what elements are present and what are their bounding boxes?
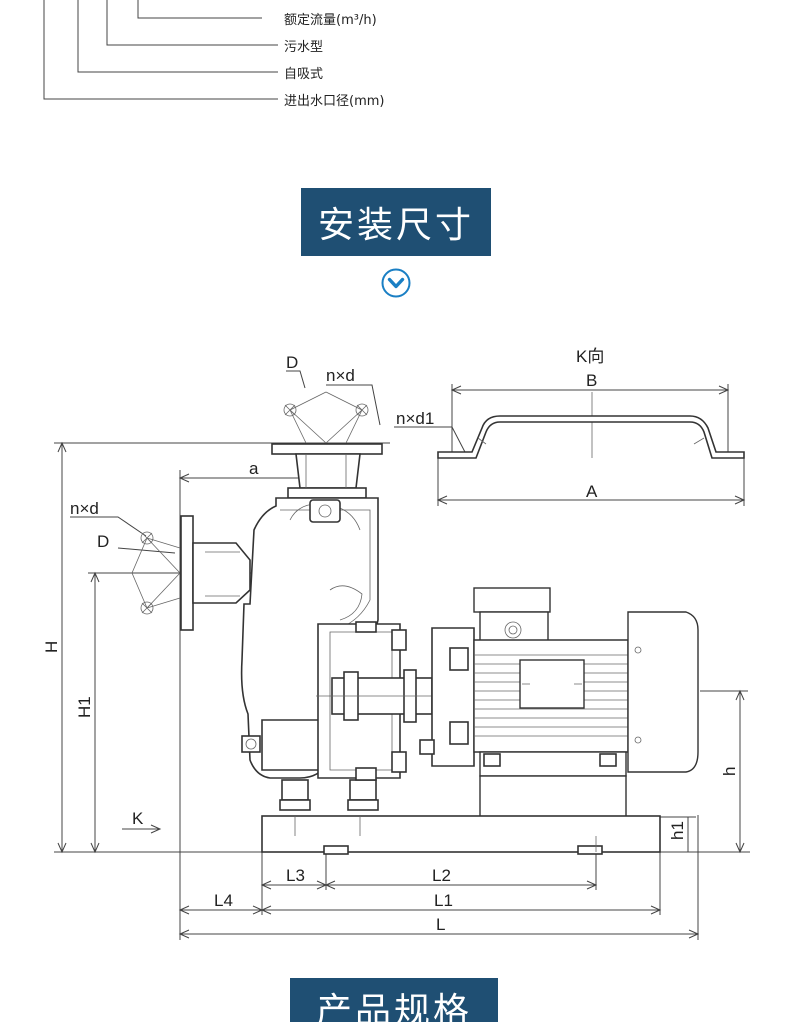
label-L3: L3 xyxy=(286,866,305,885)
label-D-top: D xyxy=(286,353,298,372)
label-B: B xyxy=(586,371,597,390)
motor xyxy=(473,587,699,819)
pump-body xyxy=(180,443,475,811)
label-H: H xyxy=(42,641,61,653)
section-title: 安装尺寸 xyxy=(301,188,491,256)
label-nxd-top: n×d xyxy=(326,366,355,385)
label-nxd-side: n×d xyxy=(70,499,99,518)
label-H1: H1 xyxy=(75,696,94,718)
chevron-down-circle-icon[interactable] xyxy=(380,267,412,299)
side-flange-bolts xyxy=(131,531,181,615)
label-K: K xyxy=(132,809,144,828)
legend-sewage-type: 污水型 xyxy=(284,40,324,55)
next-section-title: 产品规格 xyxy=(290,978,498,1032)
label-D-side: D xyxy=(97,532,109,551)
label-L2: L2 xyxy=(432,866,451,885)
label-nxd1: n×d1 xyxy=(396,409,434,428)
top-flange-bolts xyxy=(283,391,369,444)
dimension-lines xyxy=(54,370,750,940)
label-L: L xyxy=(436,915,445,934)
model-legend-lines xyxy=(43,0,278,100)
label-h: h xyxy=(720,767,739,776)
label-L1: L1 xyxy=(434,891,453,910)
label-A: A xyxy=(586,482,598,501)
label-L4: L4 xyxy=(214,891,233,910)
legend-rated-flow: 额定流量(m³/h) xyxy=(284,13,377,28)
legend-self-priming: 自吸式 xyxy=(284,67,324,82)
base-plate xyxy=(261,815,661,855)
label-k-direction: K向 xyxy=(576,347,604,366)
k-view-base xyxy=(437,415,745,459)
legend-port-diameter: 进出水口径(mm) xyxy=(284,94,385,109)
label-h1: h1 xyxy=(668,821,687,840)
label-a: a xyxy=(249,459,259,478)
installation-dimension-drawing: D n×d K向 B n×d1 A a n×d D H H1 K h h1 L3… xyxy=(42,347,750,940)
